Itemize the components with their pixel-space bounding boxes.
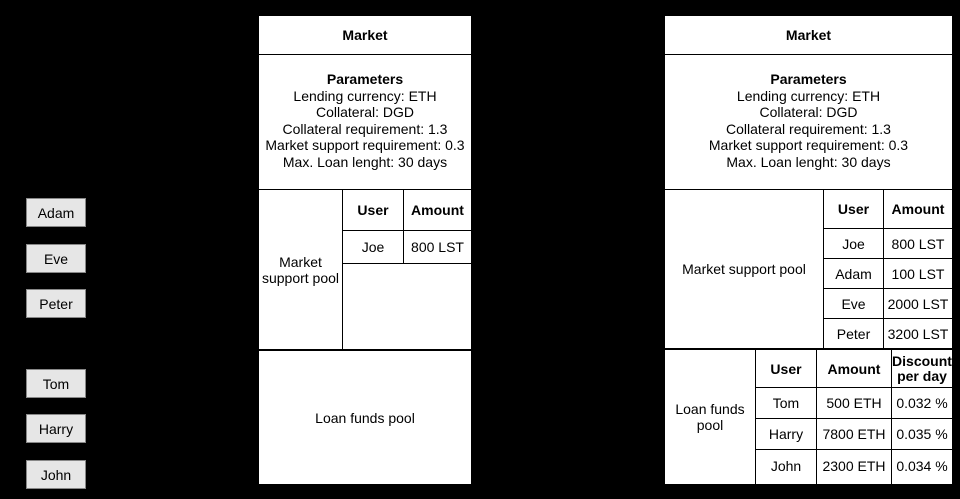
right-support-row-user: Peter	[836, 325, 871, 342]
user-name: Eve	[43, 250, 69, 267]
right-loan-row-amount: 7800 ETH	[822, 426, 886, 442]
right-market: Market Parameters Lending currency: ETH …	[665, 16, 952, 484]
right-loan-header-amount: Amount	[827, 360, 881, 377]
param-line: Lending currency: ETH	[736, 87, 881, 104]
right-support-row-amount: 800 LST	[891, 235, 945, 252]
left-support-row-user: Joe	[361, 239, 385, 255]
param-line: Market support requirement: 0.3	[708, 137, 909, 153]
user-box-harry: Harry	[26, 414, 86, 443]
right-loan-pool-label: Loan funds pool	[675, 401, 745, 433]
user-box-adam: Adam	[26, 198, 86, 227]
left-market: Market Parameters Lending currency: ETH …	[259, 16, 471, 484]
param-line: Max. Loan lenght: 30 days	[282, 153, 448, 170]
left-market-parameters: Parameters Lending currency: ETH Collate…	[259, 71, 471, 170]
param-line: Collateral requirement: 1.3	[282, 120, 448, 137]
right-loan-row-user: John	[770, 457, 802, 474]
param-line: Collateral: DGD	[759, 104, 858, 120]
right-loan-row-discount: 0.034 %	[896, 457, 948, 474]
user-name: Adam	[37, 204, 75, 221]
right-support-row-user: Eve	[841, 295, 866, 312]
user-box-john: John	[26, 460, 86, 489]
param-line: Collateral: DGD	[315, 104, 415, 120]
right-loan-row-discount: 0.032 %	[896, 395, 948, 411]
param-line: Market support requirement: 0.3	[265, 137, 465, 153]
user-box-eve: Eve	[26, 244, 86, 273]
right-loan-header-discount: Discount per day	[892, 352, 952, 384]
right-loan-row-discount: 0.035 %	[896, 426, 948, 442]
params-heading: Parameters	[770, 71, 847, 87]
right-loan-row-user: Harry	[768, 426, 804, 442]
right-support-row-amount: 2000 LST	[887, 295, 949, 312]
right-support-header-user: User	[837, 201, 870, 217]
right-support-pool-label: Market support pool	[682, 261, 806, 277]
right-loan-header-user: User	[770, 360, 802, 377]
params-heading: Parameters	[326, 71, 404, 87]
right-support-row-amount: 3200 LST	[887, 325, 949, 342]
left-market-title: Market	[342, 27, 388, 43]
user-name: Peter	[39, 295, 73, 312]
right-loan-row-user: Tom	[772, 395, 800, 411]
user-name: Harry	[38, 420, 74, 437]
left-support-row-amount: 800 LST	[411, 239, 464, 255]
param-line: Collateral requirement: 1.3	[726, 120, 891, 137]
right-loan-row-amount: 2300 ETH	[822, 457, 886, 474]
user-box-peter: Peter	[26, 289, 86, 318]
param-line: Lending currency: ETH	[293, 87, 437, 104]
param-line: Max. Loan lenght: 30 days	[726, 153, 891, 170]
user-name: John	[40, 466, 72, 483]
right-support-row-user: Joe	[842, 235, 865, 252]
right-market-parameters: Parameters Lending currency: ETH Collate…	[665, 71, 952, 170]
user-box-tom: Tom	[26, 369, 86, 398]
right-support-row-amount: 100 LST	[891, 265, 945, 282]
right-support-row-user: Adam	[835, 265, 872, 282]
left-support-header-user: User	[357, 202, 389, 218]
right-market-title: Market	[785, 27, 832, 43]
left-support-header-amount: Amount	[411, 202, 464, 218]
right-support-header-amount: Amount	[891, 201, 945, 217]
right-loan-row-amount: 500 ETH	[826, 395, 882, 411]
left-support-pool-label: Market support pool	[261, 253, 340, 286]
left-loan-pool-label: Loan funds pool	[315, 409, 415, 426]
user-name: Tom	[42, 375, 70, 392]
